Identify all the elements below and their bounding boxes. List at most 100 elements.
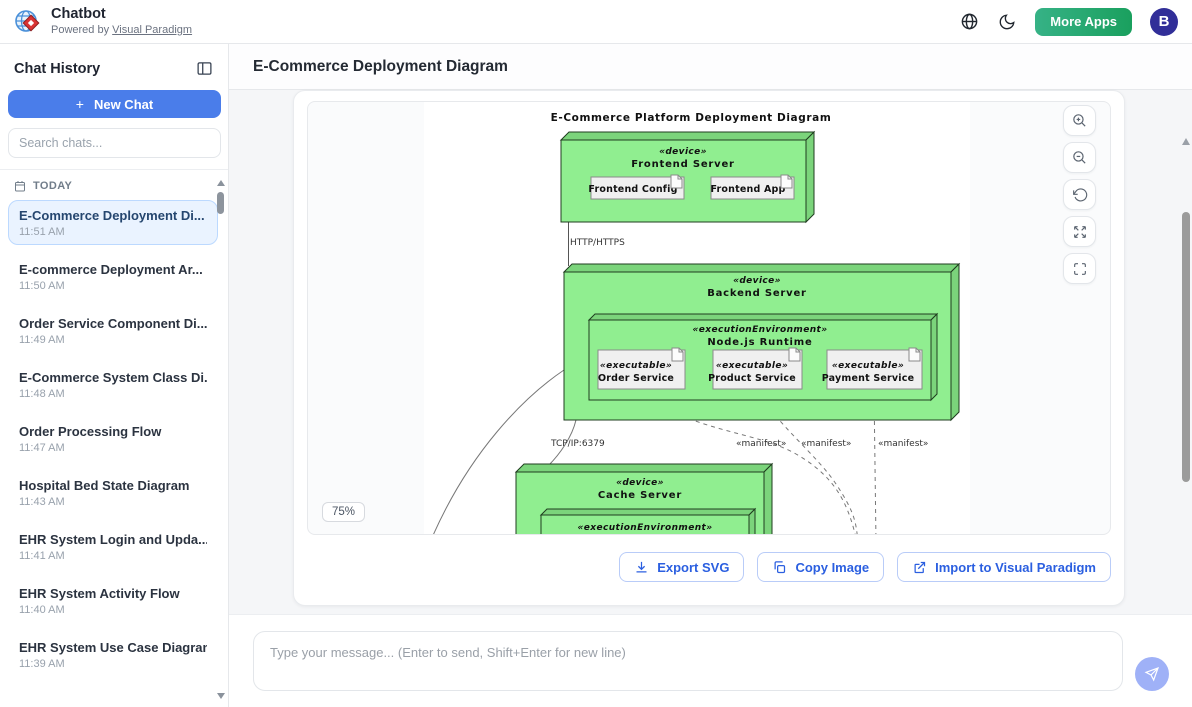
today-section-header: TODAY bbox=[0, 170, 228, 196]
redis-runtime-environment: «executionEnvironment» Redis bbox=[539, 507, 757, 534]
document-icon bbox=[908, 347, 921, 362]
fullscreen-icon bbox=[1073, 262, 1086, 275]
page-title: E-Commerce Deployment Diagram bbox=[253, 57, 508, 75]
send-button[interactable] bbox=[1135, 657, 1169, 691]
tcp-edge bbox=[547, 419, 577, 467]
fit-expand-button[interactable] bbox=[1063, 216, 1096, 247]
svg-text:«executable»: «executable» bbox=[716, 361, 788, 371]
document-icon bbox=[780, 174, 793, 189]
copy-image-button[interactable]: Copy Image bbox=[757, 552, 885, 582]
export-svg-button[interactable]: Export SVG bbox=[619, 552, 745, 582]
cache-stereotype: «device» bbox=[616, 478, 664, 488]
scroll-up-arrow[interactable] bbox=[217, 180, 225, 186]
chat-list-item[interactable]: Order Service Component Di... 11:49 AM bbox=[19, 316, 207, 346]
cache-name: Cache Server bbox=[598, 490, 682, 501]
manifest-label-3: «manifest» bbox=[878, 439, 928, 449]
cache-server-node: «device» Cache Server «executionEnvironm… bbox=[514, 462, 774, 534]
powered-by-text: Powered by bbox=[51, 23, 110, 36]
artifact-order-service: «executable» Order Service bbox=[597, 347, 686, 390]
sidebar-scrollbar bbox=[216, 178, 225, 701]
diagram-canvas: E-Commerce Platform Deployment Diagram H… bbox=[424, 102, 970, 534]
user-avatar[interactable]: B bbox=[1150, 7, 1178, 36]
svg-text:«executable»: «executable» bbox=[832, 361, 904, 371]
plus-icon: + bbox=[75, 96, 84, 112]
reset-view-icon bbox=[1072, 187, 1087, 201]
backend-name: Backend Server bbox=[707, 288, 807, 299]
import-to-visual-paradigm-button[interactable]: Import to Visual Paradigm bbox=[897, 552, 1111, 582]
zoom-out-icon bbox=[1073, 151, 1086, 164]
artifact-frontend-app: Frontend App bbox=[710, 174, 795, 200]
manifest-label-2: «manifest» bbox=[801, 439, 851, 449]
copy-icon bbox=[774, 560, 786, 573]
chat-list-item[interactable]: EHR System Use Case Diagram 11:39 AM bbox=[19, 640, 207, 670]
app-title: Chatbot bbox=[51, 5, 106, 22]
runtime-stereotype: «executionEnvironment» bbox=[693, 325, 828, 335]
chat-list: E-Commerce Deployment Di... 11:51 AM E-c… bbox=[0, 196, 228, 677]
more-apps-button[interactable]: More Apps bbox=[1035, 7, 1132, 36]
document-icon bbox=[671, 347, 684, 362]
chat-list-item[interactable]: E-commerce Deployment Ar... 11:50 AM bbox=[19, 262, 203, 292]
frontend-stereotype: «device» bbox=[659, 147, 707, 157]
runtime-name: Node.js Runtime bbox=[707, 337, 812, 348]
chat-list-item[interactable]: EHR System Login and Upda... 11:41 AM bbox=[19, 532, 207, 562]
artifact-frontend-config: Frontend Config bbox=[588, 174, 685, 200]
zoom-out-button[interactable] bbox=[1063, 142, 1096, 173]
new-chat-button[interactable]: +New Chat bbox=[8, 90, 221, 118]
scrollbar-thumb[interactable] bbox=[217, 192, 224, 214]
svg-text:«executable»: «executable» bbox=[600, 361, 672, 371]
app-subtitle: Powered by Visual Paradigm bbox=[51, 24, 192, 36]
nodejs-runtime-environment: «executionEnvironment» Node.js Runtime «… bbox=[587, 312, 939, 402]
chat-history-title: Chat History bbox=[14, 61, 101, 77]
chat-list-item[interactable]: EHR System Activity Flow 11:40 AM bbox=[19, 586, 180, 616]
tcp-edge-label: TCP/IP:6379 bbox=[550, 439, 605, 449]
manifest-label-1: «manifest» bbox=[736, 439, 786, 449]
diagram-viewport[interactable]: E-Commerce Platform Deployment Diagram H… bbox=[307, 101, 1111, 535]
external-link-icon bbox=[914, 561, 926, 573]
svg-text:Frontend Config: Frontend Config bbox=[588, 184, 677, 195]
cache-runtime-stereotype: «executionEnvironment» bbox=[578, 523, 713, 533]
download-icon bbox=[636, 561, 647, 572]
diagram-actions: Export SVG Copy Image Import to Visual P… bbox=[619, 552, 1111, 582]
scrollbar-thumb[interactable] bbox=[1182, 212, 1190, 482]
dark-mode-moon-icon[interactable] bbox=[997, 12, 1017, 32]
app-logo-icon bbox=[15, 9, 40, 32]
language-globe-icon[interactable] bbox=[959, 12, 979, 32]
chat-message-area: E-Commerce Platform Deployment Diagram H… bbox=[229, 90, 1192, 673]
backend-stereotype: «device» bbox=[733, 276, 781, 286]
zoom-in-icon bbox=[1073, 114, 1086, 127]
svg-text:Product Service: Product Service bbox=[708, 373, 796, 384]
zoom-in-button[interactable] bbox=[1063, 105, 1096, 136]
search-chats-input[interactable] bbox=[8, 128, 221, 158]
app-header: Chatbot Powered by Visual Paradigm More … bbox=[0, 0, 1192, 44]
chat-list-item[interactable]: E-Commerce Deployment Di... 11:51 AM bbox=[8, 200, 218, 245]
artifact-product-service: «executable» Product Service bbox=[708, 347, 803, 390]
diagram-view-controls bbox=[1063, 105, 1096, 284]
diagram-title: E-Commerce Platform Deployment Diagram bbox=[551, 112, 832, 124]
chat-list-item[interactable]: Order Processing Flow 11:47 AM bbox=[19, 424, 162, 454]
message-input[interactable] bbox=[253, 631, 1123, 691]
scroll-down-arrow[interactable] bbox=[217, 693, 225, 699]
calendar-icon bbox=[15, 181, 25, 192]
visual-paradigm-link[interactable]: Visual Paradigm bbox=[112, 23, 193, 36]
chat-list-item[interactable]: E-Commerce System Class Di... 11:48 AM bbox=[19, 370, 207, 400]
fullscreen-button[interactable] bbox=[1063, 253, 1096, 284]
zoom-level-badge: 75% bbox=[322, 502, 366, 522]
main-area: E-Commerce Deployment Diagram E-Commerce… bbox=[229, 44, 1192, 707]
frontend-name: Frontend Server bbox=[631, 159, 735, 170]
diagram-card: E-Commerce Platform Deployment Diagram H… bbox=[293, 90, 1125, 606]
today-label: TODAY bbox=[33, 180, 73, 192]
sidebar-divider bbox=[0, 169, 228, 170]
left-connection-edge bbox=[433, 369, 565, 534]
document-icon bbox=[670, 174, 683, 189]
sidebar: Chat History +New Chat TODAY E-Commerce … bbox=[0, 44, 229, 707]
expand-icon bbox=[1073, 225, 1086, 238]
chat-list-item[interactable]: Hospital Bed State Diagram 11:43 AM bbox=[19, 478, 190, 508]
scroll-up-arrow[interactable] bbox=[1182, 138, 1190, 145]
main-header: E-Commerce Deployment Diagram bbox=[229, 44, 1192, 90]
svg-text:Payment Service: Payment Service bbox=[822, 373, 914, 384]
reset-view-button[interactable] bbox=[1063, 179, 1096, 210]
artifact-payment-service: «executable» Payment Service bbox=[822, 347, 923, 390]
chat-area-scrollbar bbox=[1182, 138, 1191, 673]
document-icon bbox=[788, 347, 801, 362]
collapse-sidebar-icon[interactable] bbox=[196, 60, 214, 78]
